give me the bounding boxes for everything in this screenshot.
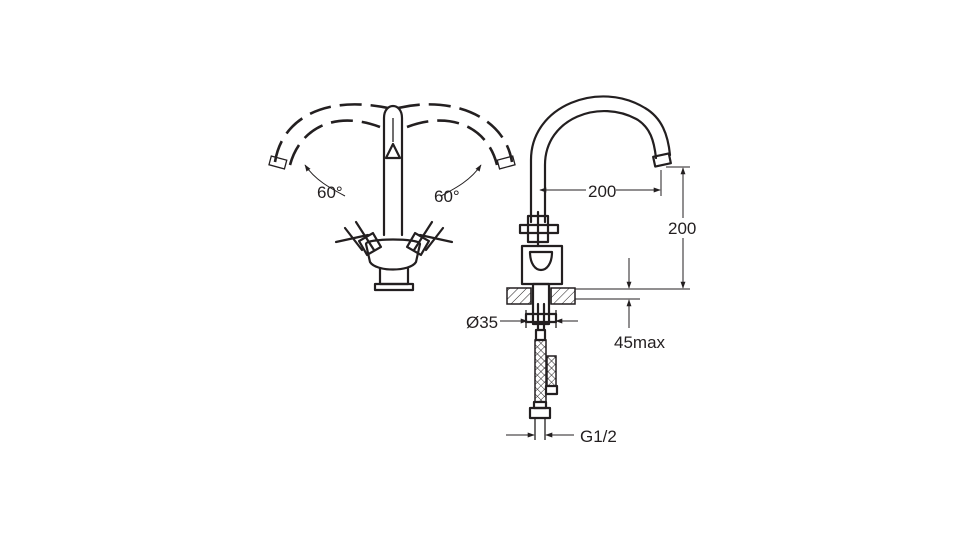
rotation-arrow-left	[304, 164, 346, 197]
dim-deck-label: 45max	[614, 333, 666, 352]
swivel-arc-right-outer	[397, 103, 514, 163]
swivel-arc-right-inner	[406, 119, 499, 166]
front-base-flange	[373, 282, 415, 292]
swivel-arc-left-inner	[288, 119, 381, 166]
swivel-arc-left-outer	[273, 103, 389, 163]
mounting-nut	[524, 312, 558, 324]
side-body-lever	[528, 250, 554, 271]
front-spout-aerator	[384, 142, 402, 160]
deck-section-left	[506, 287, 532, 305]
angle-label-right: 60°	[434, 187, 460, 206]
dim-hole-label: Ø35	[466, 313, 498, 332]
hose-connector-nut	[528, 406, 552, 420]
dim-reach-label: 200	[588, 182, 616, 201]
front-spout	[382, 104, 404, 237]
dim-height-label: 200	[668, 219, 696, 238]
handle-left	[334, 220, 383, 257]
dim-thread-label: G1/2	[580, 427, 617, 446]
flex-hose-second	[546, 355, 557, 387]
side-spout-outer	[529, 95, 672, 224]
side-handle	[518, 210, 560, 248]
flex-hose-main	[534, 339, 547, 403]
front-view: 60° 60°	[268, 103, 516, 292]
handle-right	[405, 220, 454, 257]
mounting-shank	[531, 282, 551, 326]
spout-tip-left	[268, 155, 288, 170]
spout-tip-right	[496, 155, 516, 170]
rotation-arrow-right	[440, 164, 482, 197]
deck-section-right	[550, 287, 576, 305]
side-spout-tip	[652, 152, 672, 168]
side-spout-inner	[543, 110, 658, 224]
front-body	[364, 238, 422, 271]
side-view: 200 200 45max Ø35 G1/2	[466, 95, 697, 446]
angle-label-left: 60°	[317, 183, 343, 202]
